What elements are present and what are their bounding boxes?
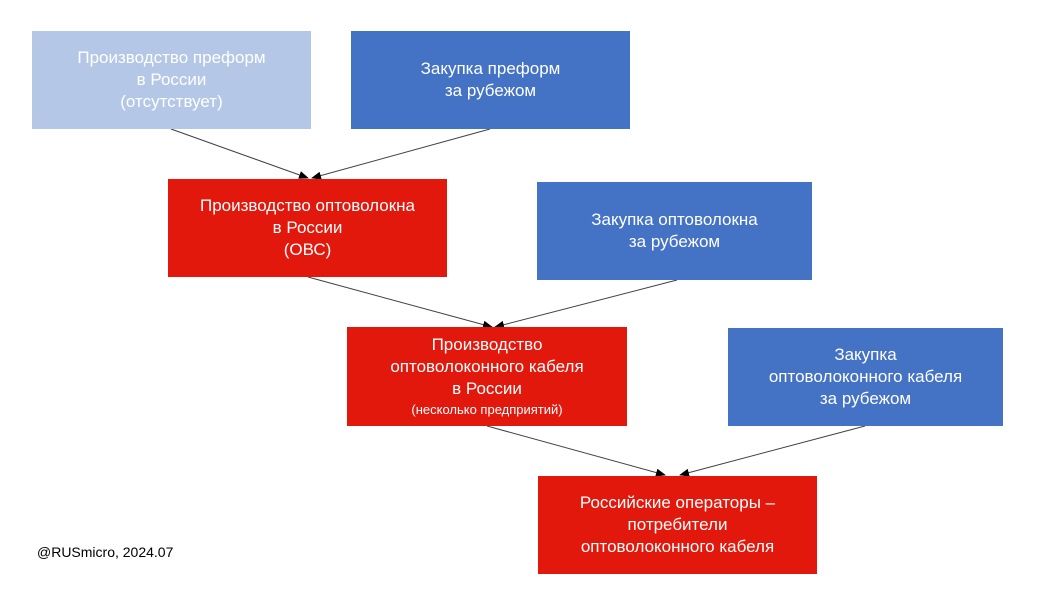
box-text: потребители [627,515,728,534]
box-text: (ОВС) [283,240,332,259]
box-text: в России [272,218,343,237]
box-text: оптоволоконного кабеля [580,537,775,556]
box-text: в России [136,70,207,89]
arrow-preform-abroad-to-fiber [311,128,491,180]
box-text: за рубежом [444,81,537,100]
box-text: Производство преформ [77,48,266,67]
box-text: за рубежом [628,232,721,251]
box-text: за рубежом [819,389,912,408]
arrow-cable-abroad-to-operators [679,425,866,477]
arrow-cable-russia-to-operators [486,425,666,477]
box-cable-production-russia: Производство оптоволоконного кабеля в Ро… [347,327,627,426]
footer-credit: @RUSmicro, 2024.07 [37,544,174,560]
arrow-fiber-russia-to-cable [307,276,493,329]
arrow-preform-russia-to-fiber [170,128,309,179]
box-fiber-purchase-abroad: Закупка оптоволокна за рубежом [537,182,812,280]
box-text: Производство оптоволокна [199,196,416,215]
box-text: оптоволоконного кабеля [768,367,963,386]
arrow-fiber-abroad-to-cable [494,279,678,329]
box-text: (отсутствует) [120,92,223,111]
box-text: в России [452,378,522,398]
box-text: Российские операторы – [579,493,776,512]
box-text: оптоволоконного кабеля [390,356,584,376]
box-preform-purchase-abroad: Закупка преформ за рубежом [351,31,630,129]
box-preform-production-russia: Производство преформ в России (отсутству… [32,31,311,129]
box-fiber-production-russia: Производство оптоволокна в России (ОВС) [168,179,447,277]
box-cable-purchase-abroad: Закупка оптоволоконного кабеля за рубежо… [728,328,1003,426]
box-text: Закупка оптоволокна [591,210,758,229]
box-text: Производство [431,334,543,354]
box-text: Закупка [834,345,897,364]
box-note: (несколько предприятий) [411,401,563,417]
box-russian-operators: Российские операторы – потребители оптов… [538,476,817,574]
box-text: Закупка преформ [420,59,561,78]
